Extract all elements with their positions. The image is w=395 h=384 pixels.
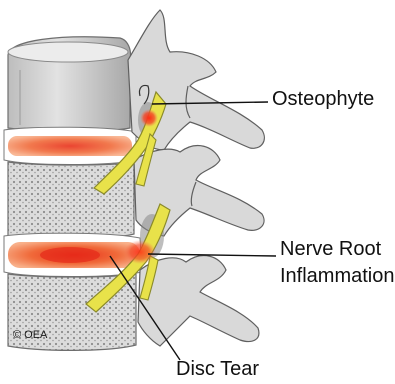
upper-disc [4,127,136,164]
label-osteophyte: Osteophyte [272,88,374,111]
label-nerve-root-inflammation: Nerve Root Inflammation [280,236,395,290]
leader-nerve-root [148,254,276,256]
label-disc-tear: Disc Tear [176,358,259,381]
upper-vertebral-body [8,37,131,131]
lower-disc [4,233,142,276]
label-nerve-root-line2: Inflammation [280,263,395,290]
copyright-mark: © OEA [13,329,47,341]
label-nerve-root-line1: Nerve Root [280,236,395,263]
